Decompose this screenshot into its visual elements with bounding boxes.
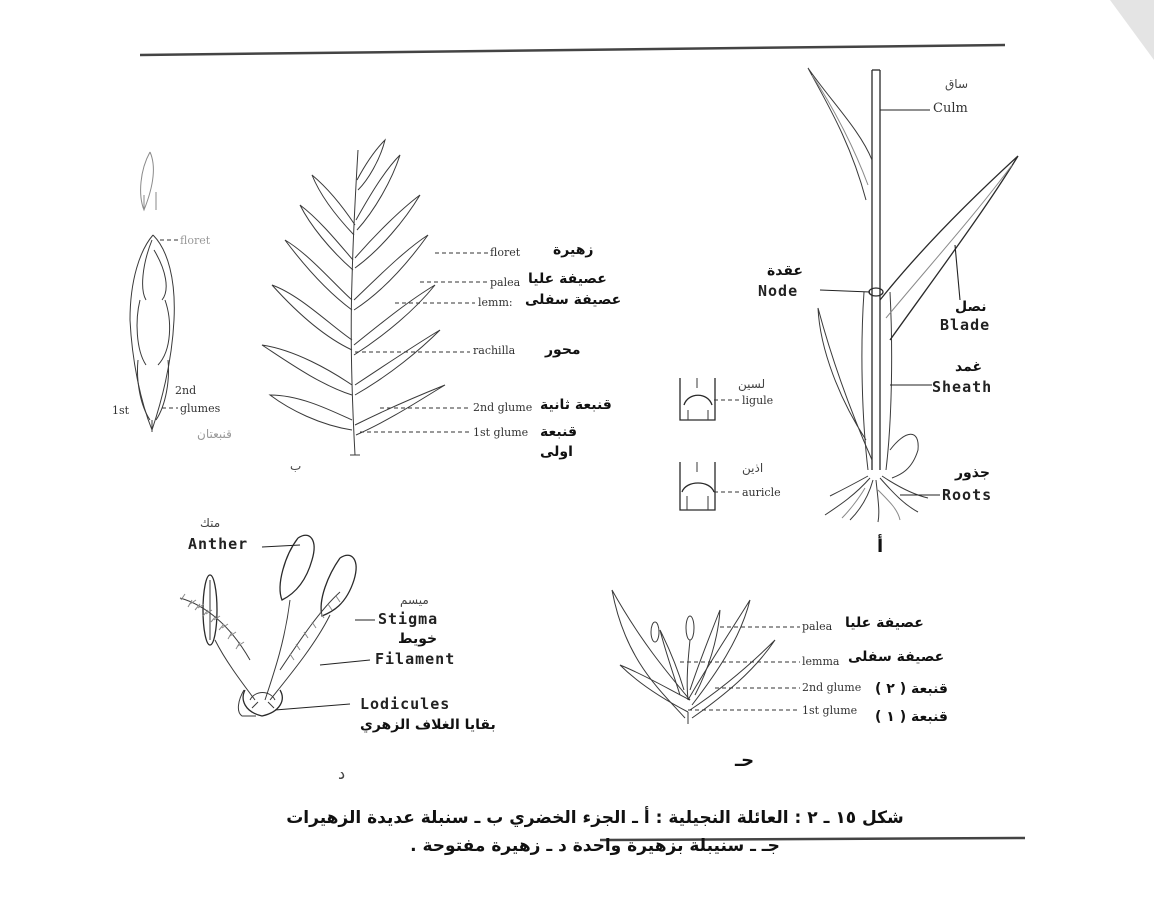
ligule-label-ar: لسين xyxy=(738,378,765,390)
panel-c-first-glume-label: 1st glume xyxy=(802,705,857,716)
single-floret-spikelet-drawing xyxy=(612,590,800,724)
ligule-label: ligule xyxy=(742,395,773,406)
panel-c-second-glume-label-ar: قنبعة ( ٢ ) xyxy=(875,682,948,696)
auricle-label-ar: اذين xyxy=(742,462,763,474)
spikelet-glumes-label: glumes xyxy=(180,403,220,414)
panel-c-lemma-label: lemma xyxy=(802,656,839,667)
culm-label: Culm xyxy=(933,102,968,115)
panel-c-palea-label: palea xyxy=(802,621,832,632)
auricle-detail-drawing xyxy=(680,462,740,510)
spikelet-glumes-label-ar: قنبعتان xyxy=(197,428,232,440)
sheath-label: Sheath xyxy=(932,380,992,395)
sheath-label-ar: غمد xyxy=(955,360,982,374)
first-glume-label-ar: قنبعة xyxy=(540,425,577,439)
lodicules-label: Lodicules xyxy=(360,697,450,712)
panel-c-lemma-label-ar: عصيفة سفلى xyxy=(848,650,944,664)
palea-label: palea xyxy=(490,277,520,288)
grass-plant-drawing xyxy=(808,68,1018,522)
panel-b-letter: ب xyxy=(290,460,301,472)
lemma-label: lemm: xyxy=(478,297,513,308)
multi-floret-spike-drawing xyxy=(262,140,488,455)
filament-label-ar: خويط xyxy=(398,632,437,646)
page-corner-shadow xyxy=(1110,0,1154,60)
anther-label-ar: متك xyxy=(200,517,220,529)
rachilla-label: rachilla xyxy=(473,345,515,356)
lodicules-label-ar: بقايا الغلاف الزهري xyxy=(360,718,496,732)
palea-label-ar: عصيفة عليا xyxy=(528,272,607,286)
panel-c-second-glume-label: 2nd glume xyxy=(802,682,861,693)
panel-d-letter: د xyxy=(338,766,345,782)
spikelet-first-label: 1st xyxy=(112,405,129,416)
panel-c-letter: حـ xyxy=(735,752,754,770)
first-glume-label: 1st glume xyxy=(473,427,528,438)
panel-c-first-glume-label-ar: قنبعة ( ١ ) xyxy=(875,710,948,724)
auricle-label: auricle xyxy=(742,487,781,498)
node-label: Node xyxy=(758,284,798,299)
stigma-label: Stigma xyxy=(378,612,438,627)
filament-label: Filament xyxy=(375,652,455,667)
panel-c-palea-label-ar: عصيفة عليا xyxy=(845,616,924,630)
second-glume-label-ar: قنبعة ثانية xyxy=(540,398,612,412)
culm-label-ar: ساق xyxy=(945,78,968,90)
spikelet-floret-label: floret xyxy=(180,235,210,246)
blade-label: Blade xyxy=(940,318,990,333)
roots-label: Roots xyxy=(942,488,992,503)
open-floret-drawing xyxy=(180,535,375,716)
anther-label: Anther xyxy=(188,537,248,552)
rachilla-label-ar: محور xyxy=(545,343,581,357)
figure-caption-line-1: شكل ١٥ ـ ٢ : العائلة النجيلية : أ ـ الجز… xyxy=(230,808,960,828)
small-spikelet-drawing xyxy=(130,152,178,432)
node-label-ar: عقدة xyxy=(767,264,803,278)
lemma-label-ar: عصيفة سفلى xyxy=(525,293,621,307)
floret-label-ar: زهيرة xyxy=(553,243,593,257)
spikelet-second-label: 2nd xyxy=(175,385,196,396)
floret-label: floret xyxy=(490,247,520,258)
panel-a-letter: أ xyxy=(877,538,883,556)
figure-caption-line-2: جـ ـ سنيبلة بزهيرة واحدة د ـ زهيرة مفتوح… xyxy=(330,836,860,856)
top-rule xyxy=(140,45,1005,55)
roots-label-ar: جذور xyxy=(955,466,990,480)
stigma-label-ar: ميسم xyxy=(400,594,429,606)
blade-label-ar: نصل xyxy=(955,300,987,314)
ligule-detail-drawing xyxy=(680,378,740,420)
first-glume-label-ar-line2: اولى xyxy=(540,445,573,459)
second-glume-label: 2nd glume xyxy=(473,402,532,413)
